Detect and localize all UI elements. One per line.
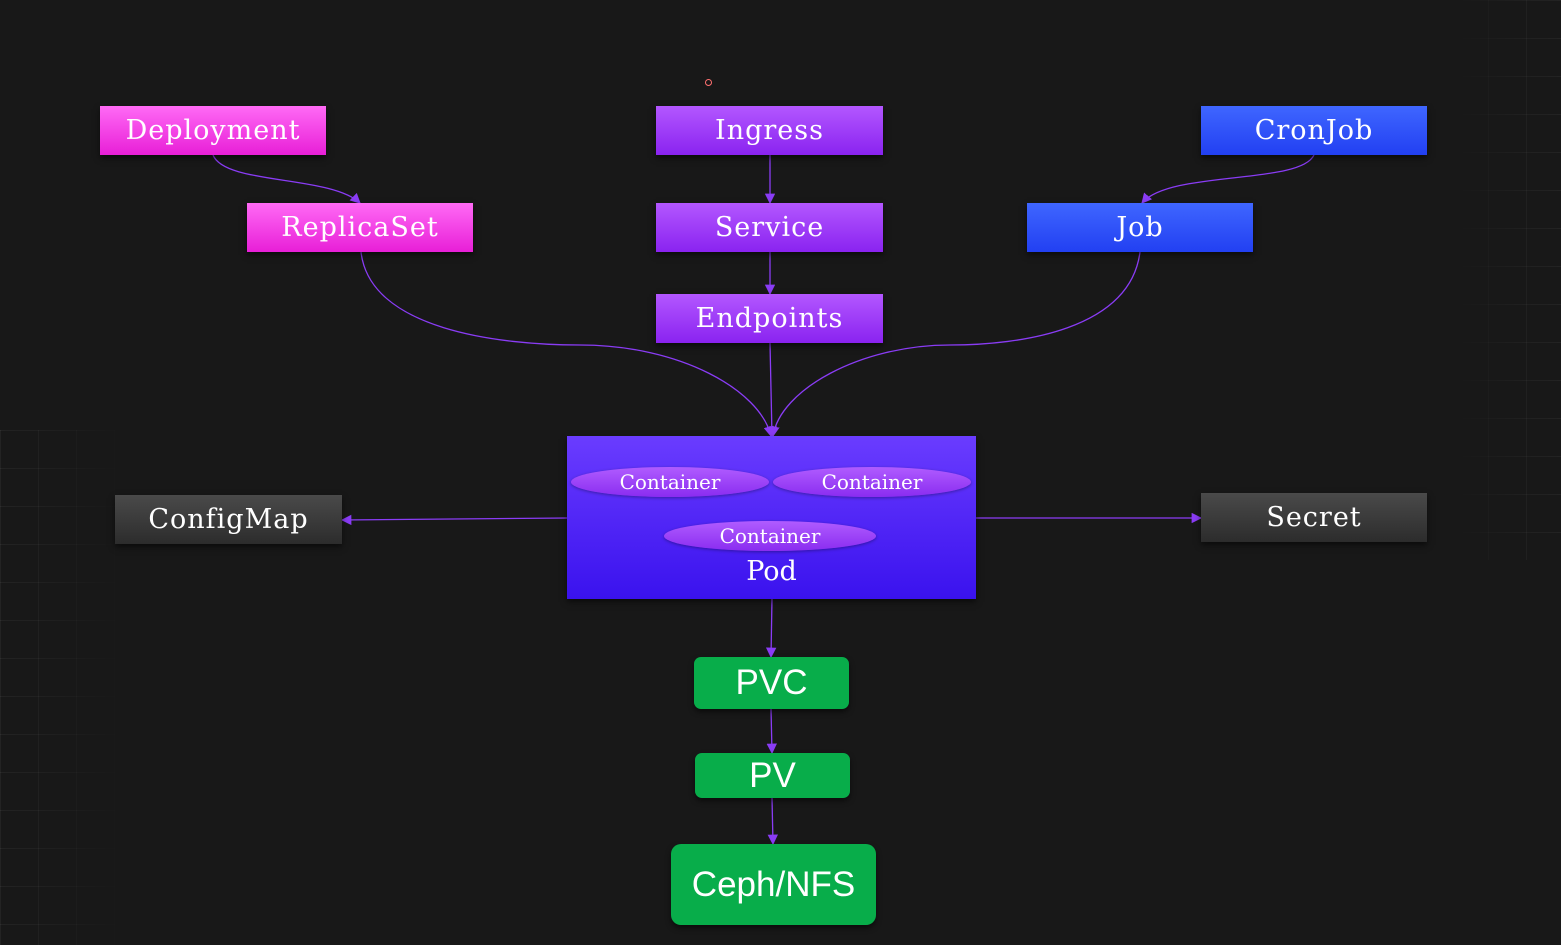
edge-pod-pvc xyxy=(765,597,777,659)
node-service[interactable]: Service xyxy=(656,203,883,252)
container-3[interactable]: Container xyxy=(664,521,876,551)
container-1[interactable]: Container xyxy=(571,467,769,497)
edge-job-pod xyxy=(769,251,1141,438)
edge-cronjob-job xyxy=(1141,154,1315,204)
node-pvc[interactable]: PVC xyxy=(694,657,849,709)
node-pv[interactable]: PV xyxy=(695,753,850,798)
edge-pvc-pv xyxy=(766,708,777,755)
node-endpoints[interactable]: Endpoints xyxy=(656,294,883,343)
node-deployment[interactable]: Deployment xyxy=(100,106,326,155)
node-pod[interactable]: Container Container Container Pod xyxy=(567,436,976,599)
node-secret[interactable]: Secret xyxy=(1201,493,1427,542)
node-ingress[interactable]: Ingress xyxy=(656,106,883,155)
node-cronjob[interactable]: CronJob xyxy=(1201,106,1427,155)
pod-label: Pod xyxy=(746,556,797,587)
node-job[interactable]: Job xyxy=(1027,203,1253,252)
edge-pod-configmap xyxy=(340,514,569,526)
edge-replicaset-pod xyxy=(360,251,774,438)
edge-endpoints-pod xyxy=(766,342,777,438)
node-configmap[interactable]: ConfigMap xyxy=(115,495,342,544)
node-ceph-nfs[interactable]: Ceph/NFS xyxy=(671,844,876,925)
cursor-dot xyxy=(705,79,712,86)
node-replicaset[interactable]: ReplicaSet xyxy=(247,203,473,252)
edge-deployment-replicaset xyxy=(212,154,361,204)
edge-pv-storage xyxy=(767,797,778,846)
container-2[interactable]: Container xyxy=(773,467,971,497)
